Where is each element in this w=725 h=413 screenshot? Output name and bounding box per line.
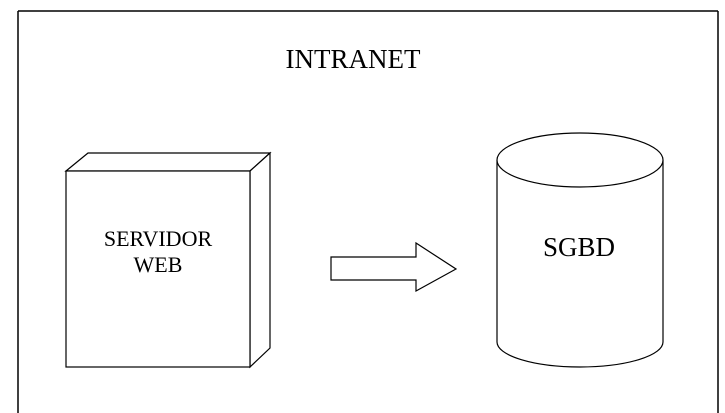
connection-arrow (330, 241, 458, 293)
database-cylinder-top (496, 132, 664, 188)
server-box-top (64, 152, 272, 172)
diagram-title: INTRANET (286, 44, 421, 74)
diagram-frame (17, 10, 719, 413)
database-label: SGBD (543, 232, 615, 262)
server-box-front (65, 170, 251, 368)
database-node: SGBD (496, 132, 664, 368)
server-label-line1: SERVIDOR (104, 226, 213, 251)
database-cylinder-body (496, 160, 664, 368)
web-server-node: SERVIDOR WEB (64, 151, 272, 369)
server-box-side (249, 151, 271, 369)
server-label-line2: WEB (134, 252, 183, 277)
